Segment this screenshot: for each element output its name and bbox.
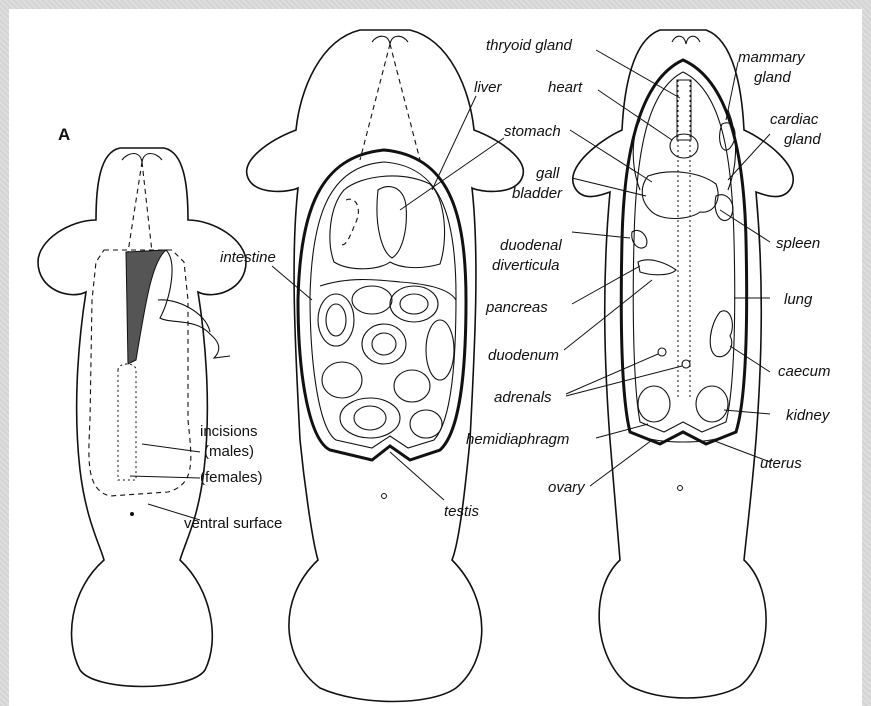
- label-intestine: intestine: [220, 249, 276, 266]
- label-stomach: stomach: [504, 123, 561, 140]
- figure-intestines: [247, 30, 524, 702]
- label-ovary: ovary: [548, 479, 586, 496]
- label-heart: heart: [548, 79, 583, 96]
- label-pancreas: pancreas: [485, 299, 548, 316]
- label-kidney: kidney: [786, 407, 831, 424]
- label-uterus: uterus: [760, 455, 802, 472]
- label-males: (males): [204, 443, 254, 460]
- umbilicus-1: [130, 512, 134, 516]
- label-duodenum: duodenum: [488, 347, 559, 364]
- label-mammary-gland-1: mammary: [738, 49, 806, 66]
- label-duodenal-diverticula-1: duodenal: [500, 237, 562, 254]
- label-spleen: spleen: [776, 235, 820, 252]
- label-duodenal-diverticula-2: diverticula: [492, 257, 560, 274]
- label-lung: lung: [784, 291, 813, 308]
- label-ventral-surface: ventral surface: [184, 515, 282, 532]
- label-thyroid-gland: thryoid gland: [486, 37, 573, 54]
- figure-organs: [564, 30, 793, 698]
- body-outline-2: [247, 30, 524, 702]
- panel-letter: A: [58, 125, 70, 144]
- label-cardiac-gland-2: gland: [784, 131, 821, 148]
- diagram-panel: A thryoid gland liver mammary gland hear…: [9, 9, 862, 706]
- label-testis: testis: [444, 503, 480, 520]
- label-caecum: caecum: [778, 363, 831, 380]
- label-hemidiaphragm: hemidiaphragm: [466, 431, 569, 448]
- anatomy-diagram: A thryoid gland liver mammary gland hear…: [9, 9, 862, 706]
- label-adrenals: adrenals: [494, 389, 552, 406]
- label-gall-bladder-1: gall: [536, 165, 560, 182]
- label-mammary-gland-2: gland: [754, 69, 791, 86]
- label-females: (females): [200, 469, 263, 486]
- figure-ventral-incision: [38, 148, 246, 687]
- body-outline-3: [573, 30, 793, 698]
- label-incisions: incisions: [200, 423, 258, 440]
- label-cardiac-gland-1: cardiac: [770, 111, 819, 128]
- label-liver: liver: [474, 79, 503, 96]
- body-outline-1: [38, 148, 246, 687]
- label-gall-bladder-2: bladder: [512, 185, 563, 202]
